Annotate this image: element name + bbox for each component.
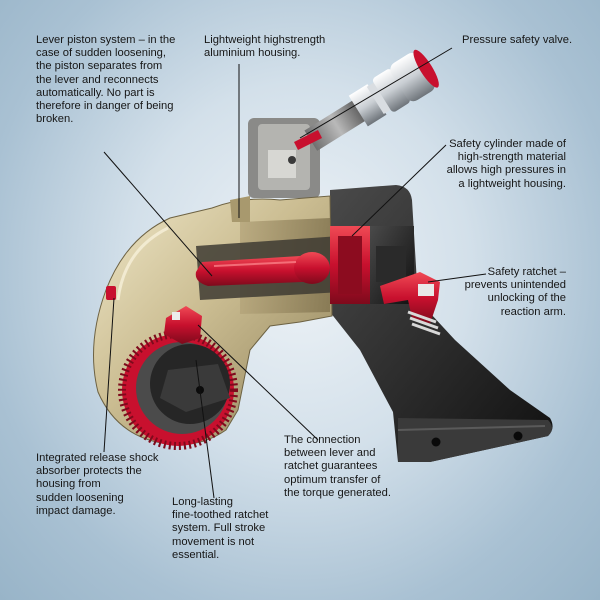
leader-safety-ratchet: [427, 273, 487, 283]
safety-ratchet: [380, 272, 441, 336]
safety-cylinder: [330, 226, 414, 304]
callout-release-shock: Integrated release shock absorber protec…: [36, 452, 159, 517]
leader-lever-piston: [103, 151, 213, 277]
leader-pressure-valve: [299, 47, 453, 139]
leader-connection: [197, 324, 319, 441]
callout-housing: Lightweight highstrength aluminium housi…: [204, 34, 326, 60]
leader-ratchet: [195, 359, 215, 499]
leader-release-shock: [103, 297, 115, 453]
callout-lever-piston: Lever piston system – in the case of sud…: [36, 34, 176, 126]
callout-safety-ratchet: Safety ratchet – prevents unintended unl…: [464, 266, 566, 318]
ratchet-drive: [118, 306, 238, 450]
lever-piston: [195, 236, 342, 300]
callout-ratchet: Long-lasting fine-toothed ratchet system…: [172, 496, 269, 561]
callout-connection: The connection between lever and ratchet…: [284, 434, 391, 499]
callout-safety-cylinder: Safety cylinder made of high-strength ma…: [446, 138, 566, 190]
callout-pressure-valve: Pressure safety valve.: [462, 34, 573, 46]
leader-lines: [103, 47, 487, 499]
shock-absorber-pin: [106, 286, 116, 300]
leader-safety-cylinder: [351, 144, 447, 237]
hydraulic-coupling: [248, 49, 439, 198]
